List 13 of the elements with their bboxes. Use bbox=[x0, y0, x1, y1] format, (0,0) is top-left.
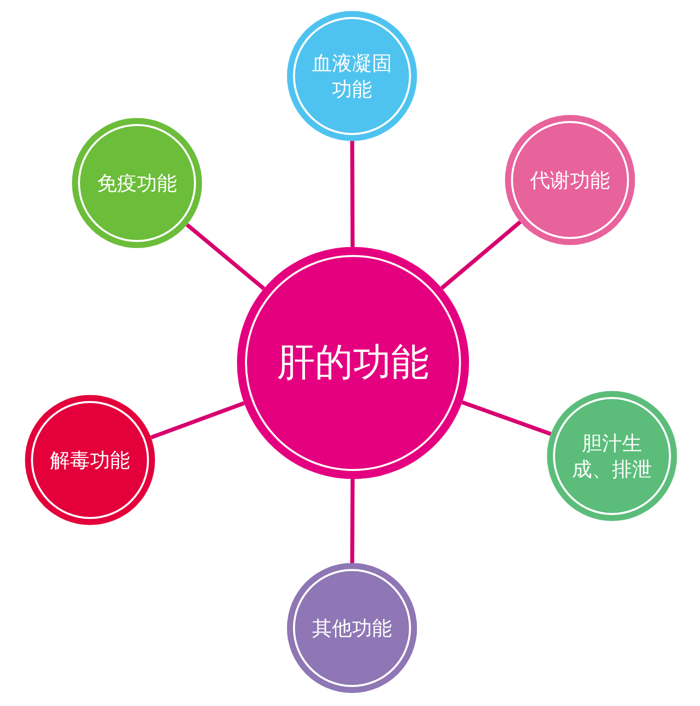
circle-label: 血液凝固功能 bbox=[311, 50, 393, 102]
connector-line bbox=[150, 401, 245, 440]
circle-label: 免疫功能 bbox=[97, 170, 177, 196]
connector-line bbox=[440, 220, 522, 290]
circle-label: 代谢功能 bbox=[530, 167, 610, 193]
circle-label: 肝的功能 bbox=[277, 339, 429, 386]
connector-line bbox=[186, 223, 266, 290]
connector-line bbox=[350, 479, 355, 563]
circle-label: 其他功能 bbox=[312, 615, 392, 641]
circle-label: 胆汁生成、排泄 bbox=[571, 430, 653, 482]
circle-label: 解毒功能 bbox=[50, 447, 130, 473]
connector-line bbox=[350, 141, 355, 247]
connector-line bbox=[462, 400, 552, 436]
